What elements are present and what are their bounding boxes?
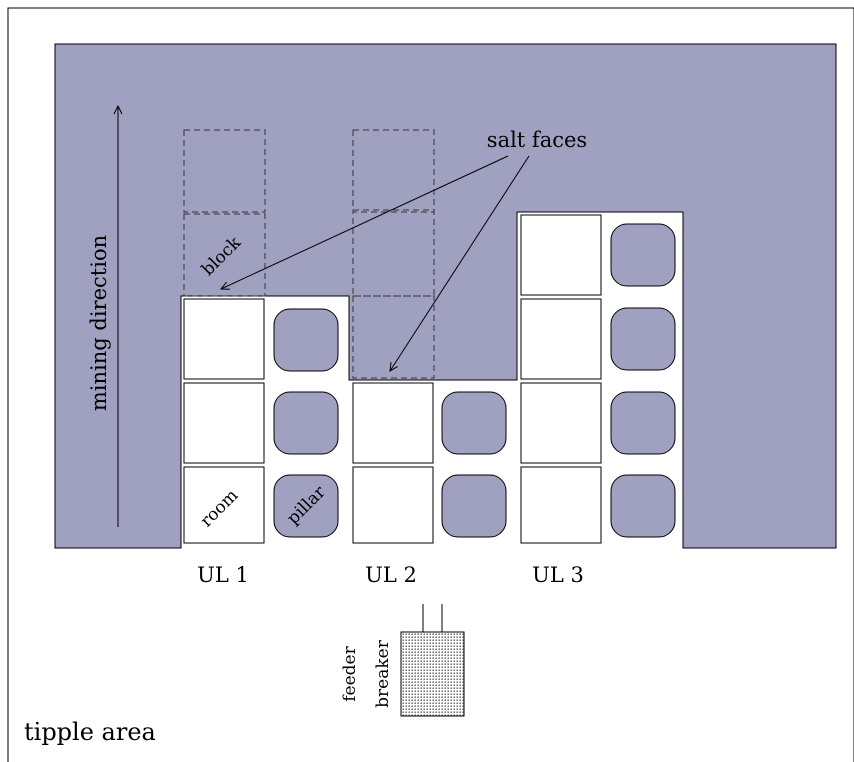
room	[183, 382, 265, 464]
room	[352, 382, 434, 464]
salt-faces-label: salt faces	[487, 128, 587, 152]
feeder-breaker: feeder breaker	[340, 604, 465, 717]
unit-ul1	[183, 298, 339, 544]
planned-block	[183, 129, 266, 213]
planned-block	[352, 209, 435, 297]
figure-frame	[7, 7, 854, 762]
unit-label-ul2: UL 2	[365, 563, 417, 587]
room	[520, 382, 602, 464]
room	[520, 298, 602, 380]
room	[183, 466, 265, 544]
rock-mass	[54, 43, 837, 549]
room	[520, 214, 602, 296]
pillar	[441, 474, 507, 538]
feeder-breaker-box	[400, 631, 465, 717]
room	[352, 466, 434, 544]
pillar	[610, 223, 676, 287]
pillar	[610, 307, 676, 371]
pillar	[610, 391, 676, 455]
planned-blocks	[183, 129, 435, 379]
unit-ul2	[352, 382, 507, 544]
pillar	[273, 308, 339, 372]
planned-block	[183, 213, 266, 297]
pillar	[610, 474, 676, 538]
mining-direction-label: mining direction	[87, 235, 111, 411]
feeder-label: feeder	[340, 645, 360, 701]
unit-label-ul1: UL 1	[197, 563, 249, 587]
salt-face-pointer-ul2	[390, 155, 530, 371]
planned-block	[352, 129, 435, 213]
unit-label-ul3: UL 3	[532, 563, 584, 587]
pillar	[273, 474, 339, 538]
tipple-area-label: tipple area	[24, 718, 156, 746]
planned-block	[352, 295, 435, 379]
salt-face-pointer-ul1	[221, 155, 509, 289]
pillar	[441, 391, 507, 455]
breaker-label: breaker	[373, 639, 393, 708]
unit-ul3	[520, 214, 676, 544]
room	[183, 298, 265, 380]
room	[520, 466, 602, 544]
pillar	[273, 391, 339, 455]
